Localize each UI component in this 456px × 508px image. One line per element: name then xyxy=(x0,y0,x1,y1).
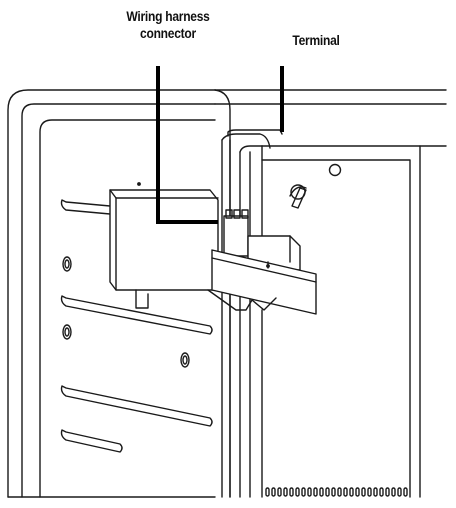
vent-slot xyxy=(403,487,408,497)
vent-slot xyxy=(289,487,294,497)
latch-knob xyxy=(289,184,307,209)
inner-compartment xyxy=(261,145,447,498)
wiring-harness-connector-label: Wiring harness connector xyxy=(113,8,223,42)
harness-label-line1: Wiring harness xyxy=(126,8,210,24)
compartment-screw xyxy=(328,163,342,177)
wiring-harness-connector xyxy=(109,182,219,309)
vent-slot xyxy=(373,487,378,497)
vent-slot xyxy=(319,487,324,497)
vent-slot xyxy=(265,487,270,497)
leader-lines xyxy=(156,66,284,224)
terminal-label: Terminal xyxy=(292,32,340,48)
vent-slot xyxy=(277,487,282,497)
vent-slot xyxy=(337,487,342,497)
vent-slot xyxy=(361,487,366,497)
harness-label-line2: connector xyxy=(140,25,196,41)
vent-slot xyxy=(397,487,402,497)
vent-slot xyxy=(307,487,312,497)
vent-slot xyxy=(355,487,360,497)
harness-leader-line xyxy=(156,66,218,224)
vent-slot xyxy=(325,487,330,497)
vent-slot xyxy=(271,487,276,497)
panel-screws xyxy=(62,256,190,368)
vent-slot xyxy=(301,487,306,497)
cabinet-side-panel xyxy=(7,89,216,498)
vent-slot xyxy=(379,487,384,497)
vent-slot xyxy=(385,487,390,497)
bottom-vent-slots xyxy=(265,487,408,497)
vent-slot xyxy=(313,487,318,497)
vent-slot xyxy=(331,487,336,497)
cabinet-top-edges xyxy=(214,89,447,105)
terminal-block xyxy=(207,209,317,315)
vent-slot xyxy=(283,487,288,497)
vent-slot xyxy=(343,487,348,497)
vent-slot xyxy=(391,487,396,497)
vent-slot xyxy=(367,487,372,497)
vent-slot xyxy=(349,487,354,497)
vent-slot xyxy=(295,487,300,497)
